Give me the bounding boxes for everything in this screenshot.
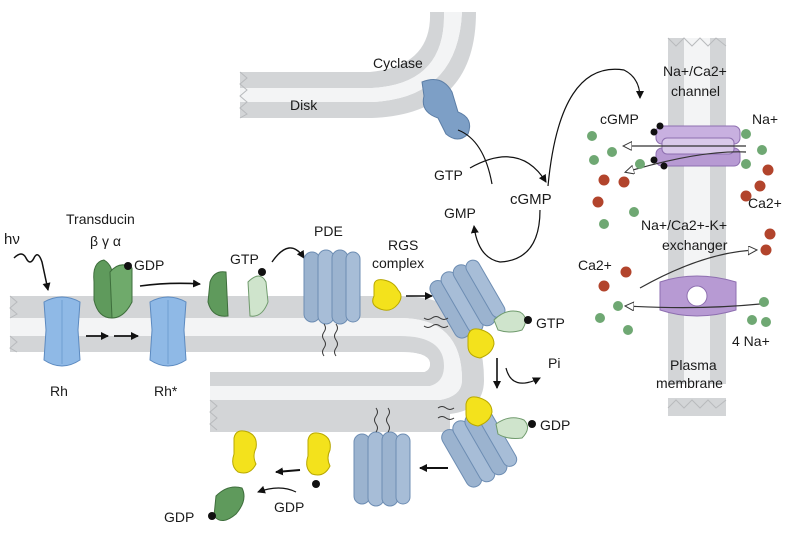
cyclase-protein bbox=[421, 79, 471, 140]
pde-label: PDE bbox=[314, 223, 343, 239]
rgs-complex bbox=[372, 279, 402, 311]
transducin-subunits-label: β γ α bbox=[90, 233, 121, 249]
pi-label: Pi bbox=[548, 355, 561, 371]
deactivation-arrows bbox=[257, 464, 448, 494]
gdp-transducin-label: GDP bbox=[134, 257, 165, 273]
channel-word-label: channel bbox=[671, 83, 721, 99]
cgmp-arrows bbox=[457, 68, 644, 263]
gdp-bottom-label: GDP bbox=[164, 509, 195, 525]
exchanger-name-label: Na+/Ca2+-K+ bbox=[641, 217, 727, 233]
hv-label: hν bbox=[4, 231, 20, 248]
channel-name-label: Na+/Ca2+ bbox=[663, 63, 727, 79]
ca-left-label: Ca2+ bbox=[578, 257, 612, 273]
transducin-activation-arrow bbox=[139, 279, 201, 288]
rhodopsin-rh-star bbox=[149, 296, 187, 367]
transducin-alpha-gtp bbox=[207, 268, 269, 317]
top-disk bbox=[239, 12, 476, 119]
lower-complex-parts bbox=[437, 396, 536, 439]
rh-label: Rh bbox=[50, 383, 68, 399]
cgmp-channel-label: cGMP bbox=[600, 111, 639, 127]
pde-inactive bbox=[353, 407, 411, 507]
rgs-released-1 bbox=[306, 432, 331, 488]
pi-release-arrow bbox=[493, 358, 541, 389]
plasma-membrane-label-line1: Plasma bbox=[670, 357, 717, 373]
cgmp-gated-channel bbox=[624, 122, 747, 173]
exchanger-word-label: exchanger bbox=[662, 237, 728, 253]
transducin-trimer bbox=[93, 259, 133, 319]
rod-membrane bbox=[9, 295, 484, 432]
rgs-label-line2: complex bbox=[372, 255, 425, 271]
na-ca-k-exchanger bbox=[626, 250, 761, 317]
transducin-label: Transducin bbox=[66, 211, 135, 227]
rgs-label-line1: RGS bbox=[388, 237, 419, 253]
rgs-released-2 bbox=[232, 430, 257, 474]
cyclase-label: Cyclase bbox=[373, 55, 423, 71]
ions bbox=[587, 129, 776, 335]
gmp-label: GMP bbox=[444, 205, 476, 221]
pde-rgs-active-complex bbox=[429, 259, 506, 339]
na-top-label: Na+ bbox=[752, 111, 779, 127]
pde-rgs-gdp-complex bbox=[441, 408, 518, 488]
pde-protein bbox=[303, 249, 361, 357]
ca-right-label: Ca2+ bbox=[748, 195, 782, 211]
gtp-cyclase-label: GTP bbox=[434, 167, 463, 183]
disk-label: Disk bbox=[290, 97, 318, 113]
cgmp-center-label: cGMP bbox=[510, 191, 552, 208]
alpha-to-pde-arrow bbox=[271, 247, 305, 263]
gdp-complex-label: GDP bbox=[540, 417, 571, 433]
na-exchanger-label: 4 Na+ bbox=[732, 333, 770, 349]
rh-star-label: Rh* bbox=[154, 383, 178, 399]
transducin-alpha-gdp-bottom bbox=[208, 486, 245, 521]
plasma-membrane-label-line2: membrane bbox=[656, 375, 723, 391]
rhodopsin-rh bbox=[43, 296, 81, 367]
photon-arrow bbox=[13, 253, 51, 291]
gtp-transducin-label: GTP bbox=[230, 251, 259, 267]
complex-parts bbox=[423, 310, 532, 359]
gdp-release-label: GDP bbox=[274, 499, 305, 515]
gtp-complex-label: GTP bbox=[536, 315, 565, 331]
